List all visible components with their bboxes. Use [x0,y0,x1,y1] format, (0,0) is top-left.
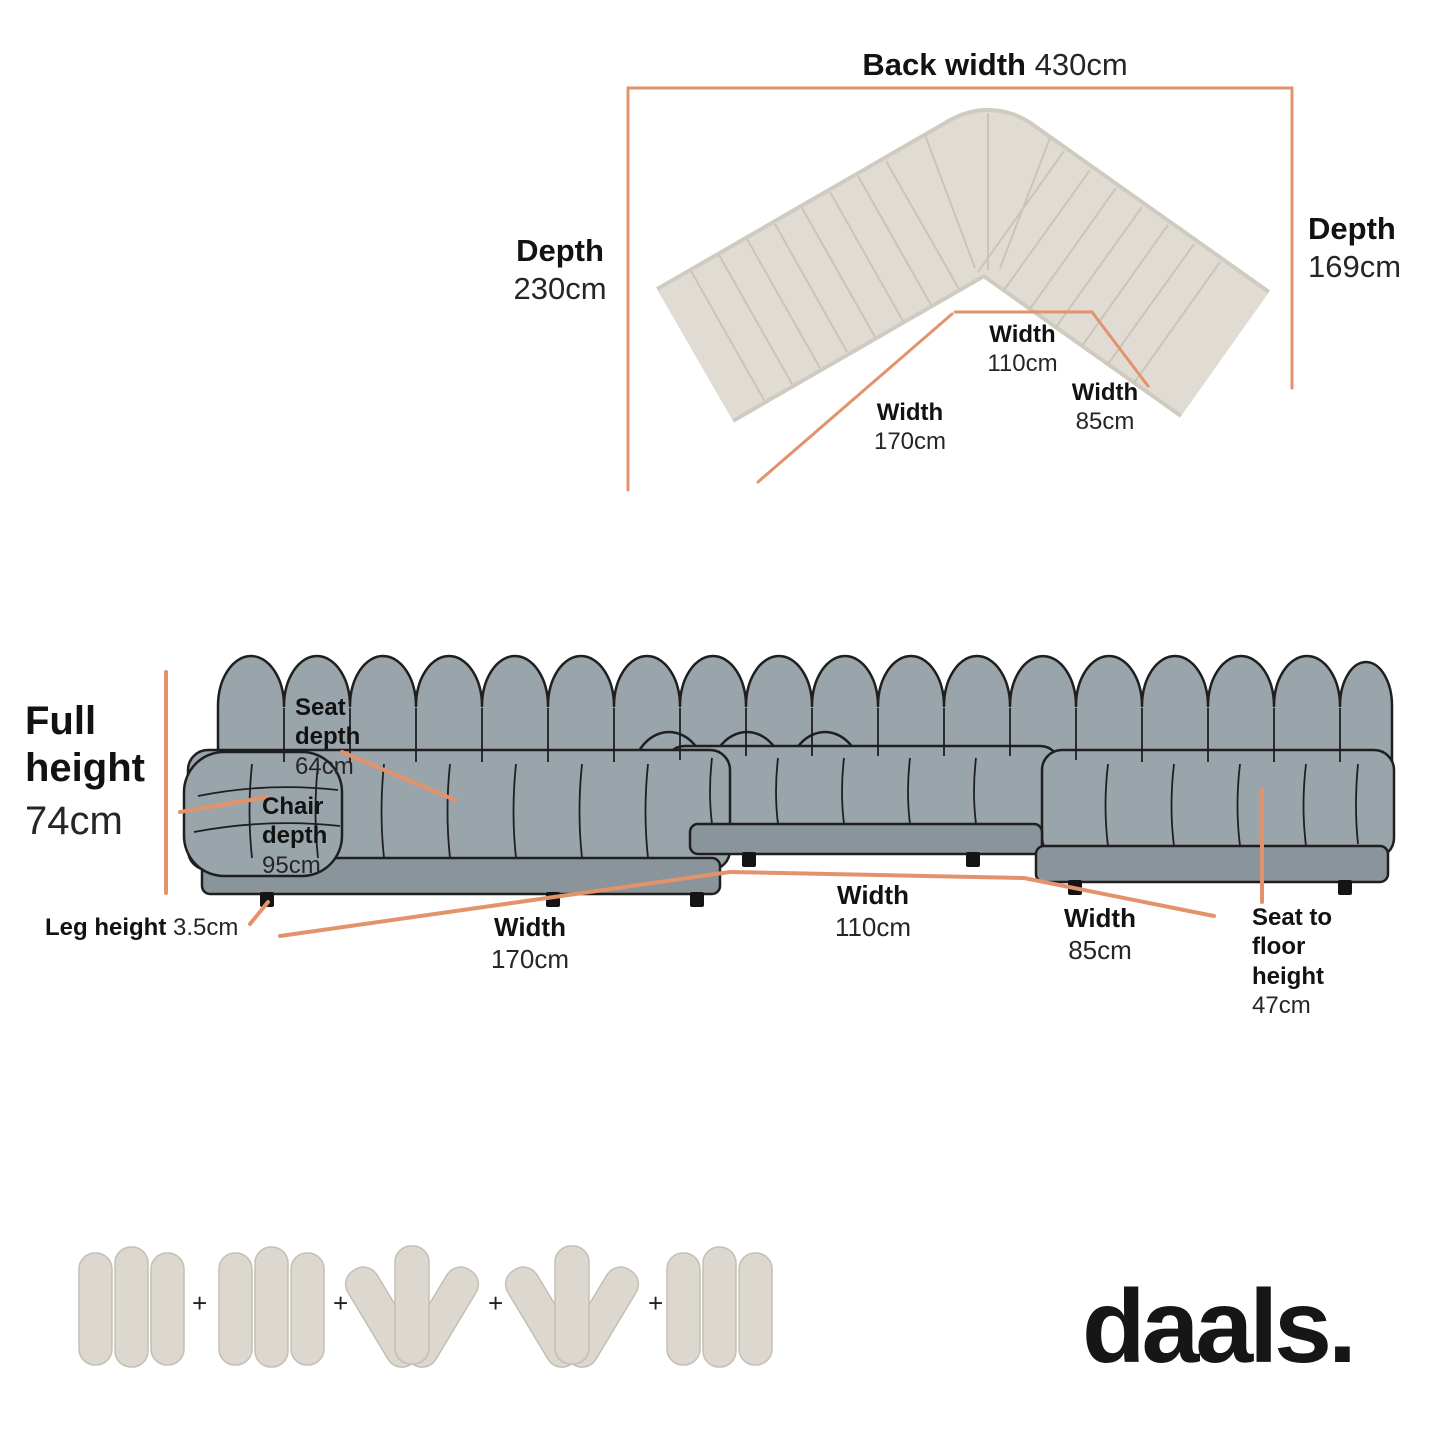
plus-separator: + [488,1288,504,1318]
corner-module-icon [504,1245,640,1368]
width-85-line [1090,310,1150,388]
top-width-85-annotation: Width 85cm [1040,378,1170,437]
depth-right-value: 169cm [1308,248,1402,284]
full-height-value: 74cm [25,799,123,844]
top-width-110-label: Width [989,321,1056,348]
front-width-85-value: 85cm [1068,934,1132,965]
front-width-85-label: Width [1064,903,1136,933]
top-width-170-annotation: Width 170cm [845,398,975,457]
leg-height-line [248,900,270,926]
plus-separator: + [333,1288,349,1318]
front-width-110-annotation: Width 110cm [803,880,943,943]
chair-depth-label: Chair depth [262,793,328,850]
back-width-annotation: Back width 430cm [760,46,1230,84]
front-width-110-value: 110cm [834,911,912,942]
straight-module-icon [218,1246,325,1368]
seat-to-floor-annotation: Seat to floor height 47cm [1252,903,1367,1020]
top-width-170-label: Width [876,399,944,426]
top-width-85-value: 85cm [1075,408,1135,436]
corner-module-icon [344,1245,480,1368]
seat-depth-annotation: Seat depth 64cm [295,693,383,781]
leg-height-value: 3.5cm [173,914,239,941]
width-170-line [756,312,954,484]
front-width-110-label: Width [837,880,909,910]
front-width-85-line [1022,876,1216,918]
seat-to-floor-label: Seat to floor height [1252,904,1333,990]
seat-to-floor-value: 47cm [1252,991,1311,1019]
seat-depth-line [340,750,457,802]
chair-depth-value: 95cm [262,851,321,879]
plus-separator: + [648,1288,664,1318]
top-width-85-label: Width [1071,379,1139,406]
full-height-label: Full height [25,699,145,791]
chair-depth-annotation: Chair depth 95cm [262,792,350,880]
front-width-110-line [728,870,1026,880]
chair-depth-line [178,795,270,814]
depth-left-value: 230cm [513,270,607,306]
top-width-110-value: 110cm [987,350,1058,378]
top-view-sofa-illustration [656,108,1271,423]
depth-right-annotation: Depth 169cm [1308,210,1438,286]
brand-wordmark: daals [1082,1269,1332,1385]
top-width-110-annotation: Width 110cm [955,320,1090,379]
depth-left-label: Depth [516,233,604,268]
depth-right-label: Depth [1308,211,1396,246]
full-height-annotation: Full height 74cm [25,698,175,846]
front-view-sofa-illustration [182,654,1396,907]
front-width-170-line [278,870,732,938]
front-view-dimension-lines [164,670,1264,938]
seat-depth-value: 64cm [295,752,354,780]
plus-separator: + [192,1288,208,1318]
straight-module-icon [666,1246,773,1368]
front-width-170-value: 170cm [490,943,570,974]
top-view-dimension-lines [626,86,1294,492]
brand-logo: daals. [1082,1268,1357,1387]
top-width-170-value: 170cm [873,428,947,456]
depth-left-annotation: Depth 230cm [490,232,630,308]
leg-height-annotation: Leg height 3.5cm [45,913,238,942]
leg-height-label: Leg height [45,914,167,941]
straight-module-icon [78,1246,185,1368]
back-width-value: 430cm [1034,47,1128,82]
front-width-170-label: Width [494,912,566,942]
brand-logo-dot: . [1327,1269,1357,1385]
front-width-85-annotation: Width 85cm [1030,903,1170,966]
seat-depth-label: Seat depth [295,694,361,751]
front-width-170-annotation: Width 170cm [460,912,600,975]
back-width-label: Back width [862,47,1026,82]
